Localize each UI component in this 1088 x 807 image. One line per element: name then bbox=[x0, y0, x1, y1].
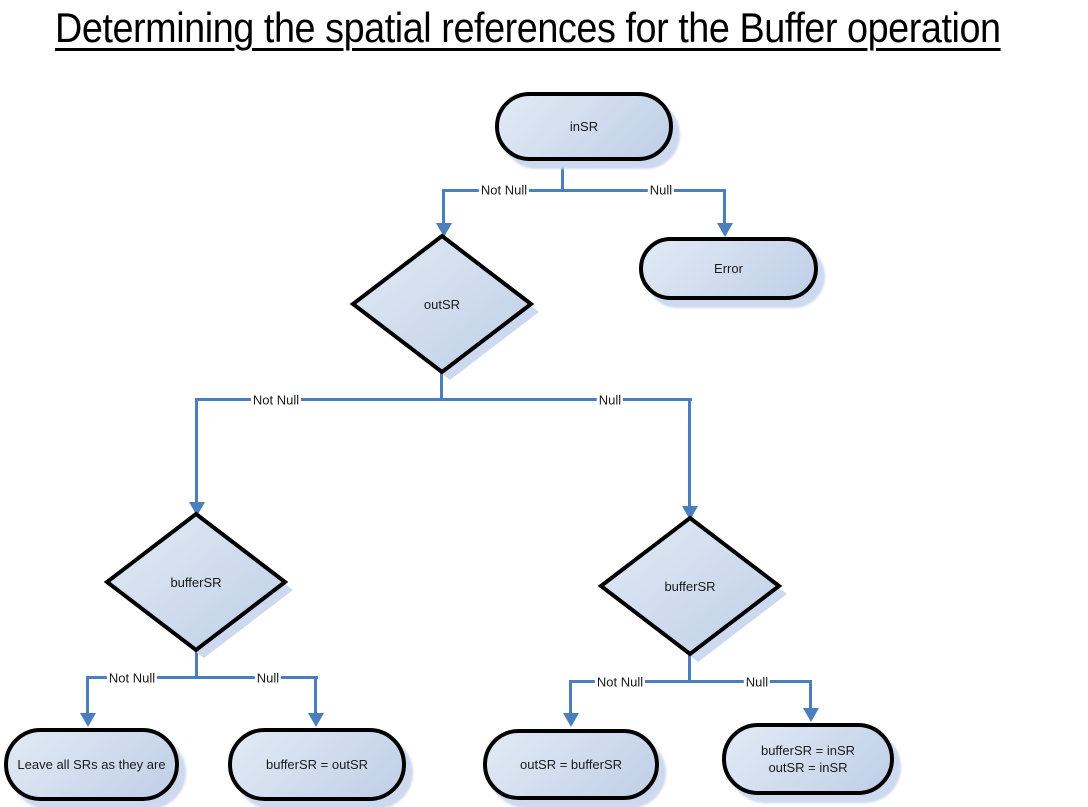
connector-outsr-stem bbox=[440, 370, 443, 401]
edge-label-insr-not-null: Not Null bbox=[478, 182, 530, 198]
connector-to-buffersr-insr-combo bbox=[809, 680, 812, 710]
edge-label-buffersr-left-not-null: Not Null bbox=[106, 670, 158, 686]
outsr-diamond-shape bbox=[350, 233, 539, 380]
arrowhead-to-error bbox=[717, 223, 733, 237]
node-buffersr-left-label: bufferSR bbox=[170, 574, 222, 590]
node-error-label: Error bbox=[714, 261, 743, 276]
connector-insr-to-outsr bbox=[442, 189, 445, 225]
buffersr-right-diamond-shape bbox=[598, 515, 787, 662]
node-outsr-decision: outSR bbox=[350, 233, 542, 383]
node-buffersr-eq-outsr-label: bufferSR = outSR bbox=[265, 757, 368, 772]
node-buffersr-left-decision: bufferSR bbox=[104, 511, 296, 661]
node-buffersr-insr-combo-line2: outSR = inSR bbox=[768, 760, 848, 775]
connector-outsr-to-buffersr-left bbox=[195, 398, 198, 504]
connector-buffersr-left-branch bbox=[86, 676, 318, 679]
node-buffersr-insr-combo: bufferSR = inSR outSR = inSR bbox=[722, 723, 894, 795]
node-buffersr-right-label: bufferSR bbox=[664, 578, 716, 594]
node-leave-all-srs: Leave all SRs as they are bbox=[4, 728, 179, 801]
edge-label-buffersr-left-null: Null bbox=[254, 670, 282, 686]
edge-label-insr-null: Null bbox=[647, 182, 675, 198]
arrowhead-to-buffersr-left bbox=[189, 502, 205, 516]
connector-buffersr-right-branch bbox=[569, 680, 812, 683]
node-buffersr-insr-combo-line1: bufferSR = inSR bbox=[760, 743, 856, 758]
node-outsr-eq-buffersr: outSR = bufferSR bbox=[483, 729, 659, 800]
edge-label-outsr-null: Null bbox=[596, 392, 624, 408]
buffersr-left-diamond-shape bbox=[104, 511, 293, 658]
edge-label-buffersr-right-not-null: Not Null bbox=[594, 674, 646, 690]
connector-insr-to-error bbox=[723, 189, 726, 225]
diagram-title: Determining the spatial references for t… bbox=[55, 4, 1001, 51]
connector-to-buffersr-eq-outsr bbox=[314, 676, 317, 715]
edge-label-buffersr-right-null: Null bbox=[743, 674, 771, 690]
connector-buffersr-right-stem bbox=[688, 652, 691, 683]
connector-insr-stem bbox=[561, 159, 564, 191]
arrowhead-to-buffersr-insr-combo bbox=[803, 708, 819, 722]
node-insr: inSR bbox=[495, 92, 673, 161]
node-error: Error bbox=[639, 237, 818, 300]
connector-outsr-to-buffersr-right bbox=[688, 398, 691, 508]
arrowhead-to-outsr-eq-buffersr bbox=[563, 713, 579, 727]
node-buffersr-right-decision: bufferSR bbox=[598, 515, 790, 665]
arrowhead-to-leave-all bbox=[80, 713, 96, 727]
arrowhead-to-outsr bbox=[436, 223, 452, 237]
node-buffersr-eq-outsr: bufferSR = outSR bbox=[228, 728, 406, 801]
node-leave-all-srs-label: Leave all SRs as they are bbox=[17, 757, 166, 772]
arrowhead-to-buffersr-right bbox=[682, 506, 698, 520]
connector-insr-branch bbox=[442, 189, 726, 192]
node-outsr-label: outSR bbox=[423, 296, 461, 312]
node-insr-label: inSR bbox=[569, 119, 599, 134]
edge-label-outsr-not-null: Not Null bbox=[250, 392, 302, 408]
connector-to-outsr-eq-buffersr bbox=[569, 680, 572, 715]
connector-outsr-branch bbox=[195, 398, 692, 401]
arrowhead-to-buffersr-eq-outsr bbox=[308, 713, 324, 727]
connector-to-leave-all bbox=[86, 676, 89, 715]
node-outsr-eq-buffersr-label: outSR = bufferSR bbox=[519, 757, 622, 772]
connector-buffersr-left-stem bbox=[195, 650, 198, 679]
